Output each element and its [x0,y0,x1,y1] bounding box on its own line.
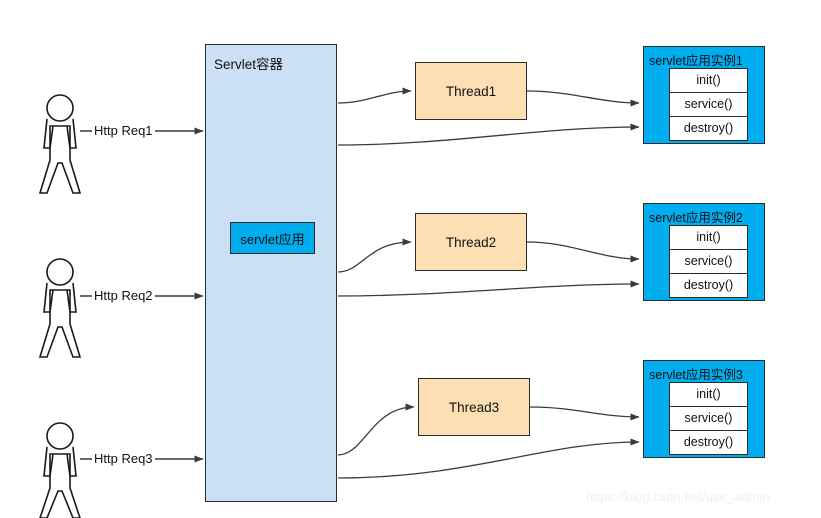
thread-label-2: Thread2 [445,234,497,250]
method-list-3: init() service() destroy() [669,382,748,455]
arrow-thread2-to-instance2-service [526,241,640,263]
servlet-application-label: servlet应用 [240,231,305,247]
method-init-1: init() [670,69,747,93]
thread-box-3: Thread3 [418,378,530,436]
servlet-instance-title-1: servlet应用实例1 [649,54,743,68]
method-destroy-2: destroy() [683,278,734,292]
arrow-container-to-instance2-destroy [337,280,640,297]
actor-3 [39,422,81,518]
arrow-thread3-to-instance3-service [529,406,640,421]
servlet-container-box: Servlet容器 [205,44,337,502]
arrow-container-to-instance1-destroy [337,123,640,146]
arrow-container-to-thread2 [337,238,412,273]
arrow-thread1-to-instance1-service [526,90,640,107]
method-destroy-1: destroy() [683,121,734,135]
request-label-1: Http Req1 [92,123,155,138]
method-service-3: service() [670,407,747,431]
servlet-application-box: servlet应用 [230,222,315,254]
method-service-2: service() [670,250,747,274]
method-list-1: init() service() destroy() [669,68,748,141]
watermark-text: https://blog.csdn.net/use_admin [586,489,770,504]
thread-label-1: Thread1 [445,83,497,99]
arrow-container-to-instance3-destroy [337,438,640,479]
servlet-instance-box-3: servlet应用实例3 init() service() destroy() [643,360,765,458]
servlet-instance-title-2: servlet应用实例2 [649,211,743,225]
method-destroy-3: destroy() [683,435,734,449]
arrow-container-to-thread3 [337,403,415,456]
servlet-container-title: Servlet容器 [214,57,284,72]
servlet-instance-box-1: servlet应用实例1 init() service() destroy() [643,46,765,144]
method-init-2: init() [670,226,747,250]
request-label-3: Http Req3 [92,451,155,466]
method-service-1: service() [670,93,747,117]
actor-2 [38,258,82,358]
arrow-container-to-thread1 [337,87,412,104]
servlet-instance-title-3: servlet应用实例3 [649,368,743,382]
thread-box-1: Thread1 [415,62,527,120]
servlet-instance-box-2: servlet应用实例2 init() service() destroy() [643,203,765,301]
method-init-3: init() [670,383,747,407]
method-list-2: init() service() destroy() [669,225,748,298]
request-label-2: Http Req2 [92,288,155,303]
thread-label-3: Thread3 [448,399,500,415]
thread-box-2: Thread2 [415,213,527,271]
actor-1 [38,94,82,194]
